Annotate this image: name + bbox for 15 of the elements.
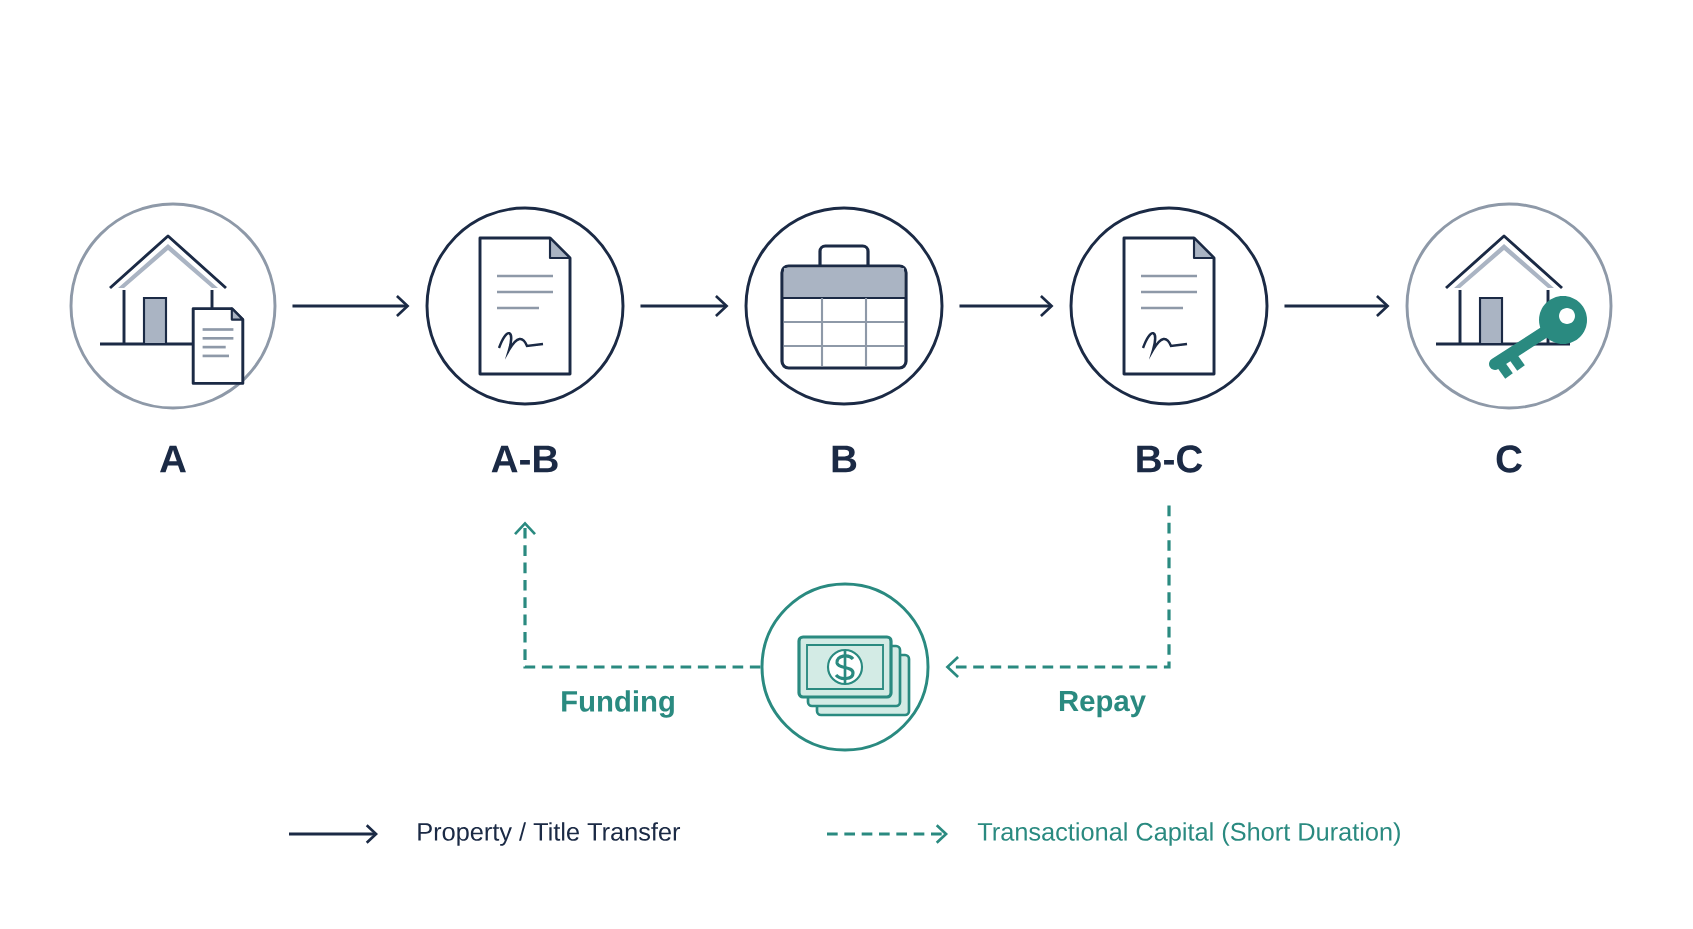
step-label: A-B bbox=[491, 445, 558, 473]
edge-label: Repay bbox=[1055, 688, 1149, 720]
legend-label: Property / Title Transfer bbox=[418, 822, 681, 846]
arrow bbox=[1284, 295, 1390, 317]
arrow bbox=[640, 295, 729, 317]
edge-label: Funding bbox=[557, 687, 679, 721]
arrow bbox=[292, 295, 410, 317]
arrow bbox=[514, 521, 761, 669]
step-label: B bbox=[832, 445, 857, 473]
legend-label: Transactional Capital (Short Duration) bbox=[977, 822, 1400, 846]
step-label: C bbox=[1496, 445, 1522, 473]
arrow bbox=[945, 505, 1171, 678]
step-label: B-C bbox=[1137, 445, 1203, 473]
step-label: A bbox=[160, 445, 186, 473]
arrow bbox=[959, 295, 1054, 317]
